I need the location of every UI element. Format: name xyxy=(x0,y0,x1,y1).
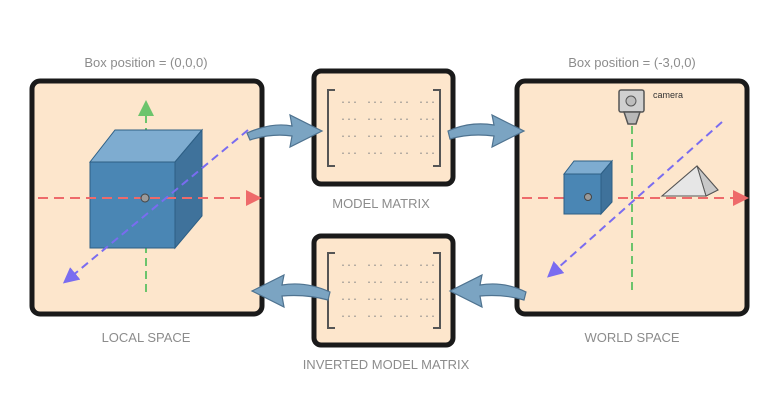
inverted-matrix-cells: ........................................… xyxy=(340,258,436,320)
local-box-position-label: Box position = (0,0,0) xyxy=(84,55,208,70)
matrix-cell: ... xyxy=(366,292,384,303)
model-matrix-label: MODEL MATRIX xyxy=(332,196,430,211)
matrix-cell: ... xyxy=(340,112,358,123)
camera-label: camera xyxy=(653,90,684,100)
matrix-cell: ... xyxy=(418,95,436,106)
matrix-cell: ... xyxy=(366,146,384,157)
local-cube xyxy=(88,128,204,250)
local-space-panel xyxy=(29,78,265,317)
world-space-label: WORLD SPACE xyxy=(584,330,680,345)
model-matrix-box: ........................................… xyxy=(311,68,456,187)
inverted-model-matrix-label: INVERTED MODEL MATRIX xyxy=(302,357,470,372)
matrix-cell: ... xyxy=(418,275,436,286)
matrix-cell: ... xyxy=(366,112,384,123)
matrix-cell: ... xyxy=(340,129,358,140)
matrix-cell: ... xyxy=(392,146,410,157)
world-space-panel xyxy=(514,78,750,317)
matrix-cell: ... xyxy=(418,129,436,140)
local-z-axis xyxy=(62,129,249,284)
matrix-cell: ... xyxy=(366,309,384,320)
matrix-cell: ... xyxy=(340,292,358,303)
matrix-cell: ... xyxy=(366,275,384,286)
matrix-cell: ... xyxy=(392,292,410,303)
matrix-cell: ... xyxy=(366,258,384,269)
matrix-cell: ... xyxy=(418,292,436,303)
matrix-cell: ... xyxy=(340,258,358,269)
world-pyramid xyxy=(660,165,719,197)
local-origin xyxy=(140,193,150,203)
arrow-model-to-world xyxy=(447,113,526,149)
matrix-cell: ... xyxy=(392,95,410,106)
arrow-inverted-to-local xyxy=(250,273,331,309)
matrix-cell: ... xyxy=(392,309,410,320)
arrow-world-to-inverted xyxy=(448,273,527,309)
matrix-cell: ... xyxy=(392,275,410,286)
matrix-cell: ... xyxy=(392,129,410,140)
matrix-cell: ... xyxy=(418,112,436,123)
world-box-position-label: Box position = (-3,0,0) xyxy=(568,55,696,70)
matrix-cell: ... xyxy=(366,129,384,140)
inverted-model-matrix-box: ........................................… xyxy=(311,233,456,348)
matrix-cell: ... xyxy=(418,258,436,269)
matrix-cell: ... xyxy=(392,258,410,269)
arrow-local-to-model xyxy=(246,113,324,149)
matrix-cell: ... xyxy=(340,309,358,320)
matrix-cell: ... xyxy=(366,95,384,106)
model-matrix-cells: ........................................… xyxy=(340,95,436,157)
world-cube xyxy=(562,159,614,216)
matrix-cell: ... xyxy=(340,95,358,106)
camera-icon xyxy=(618,89,645,125)
local-space-label: LOCAL SPACE xyxy=(101,330,191,345)
matrix-cell: ... xyxy=(418,146,436,157)
matrix-cell: ... xyxy=(340,275,358,286)
matrix-cell: ... xyxy=(418,309,436,320)
matrix-cell: ... xyxy=(340,146,358,157)
matrix-cell: ... xyxy=(392,112,410,123)
